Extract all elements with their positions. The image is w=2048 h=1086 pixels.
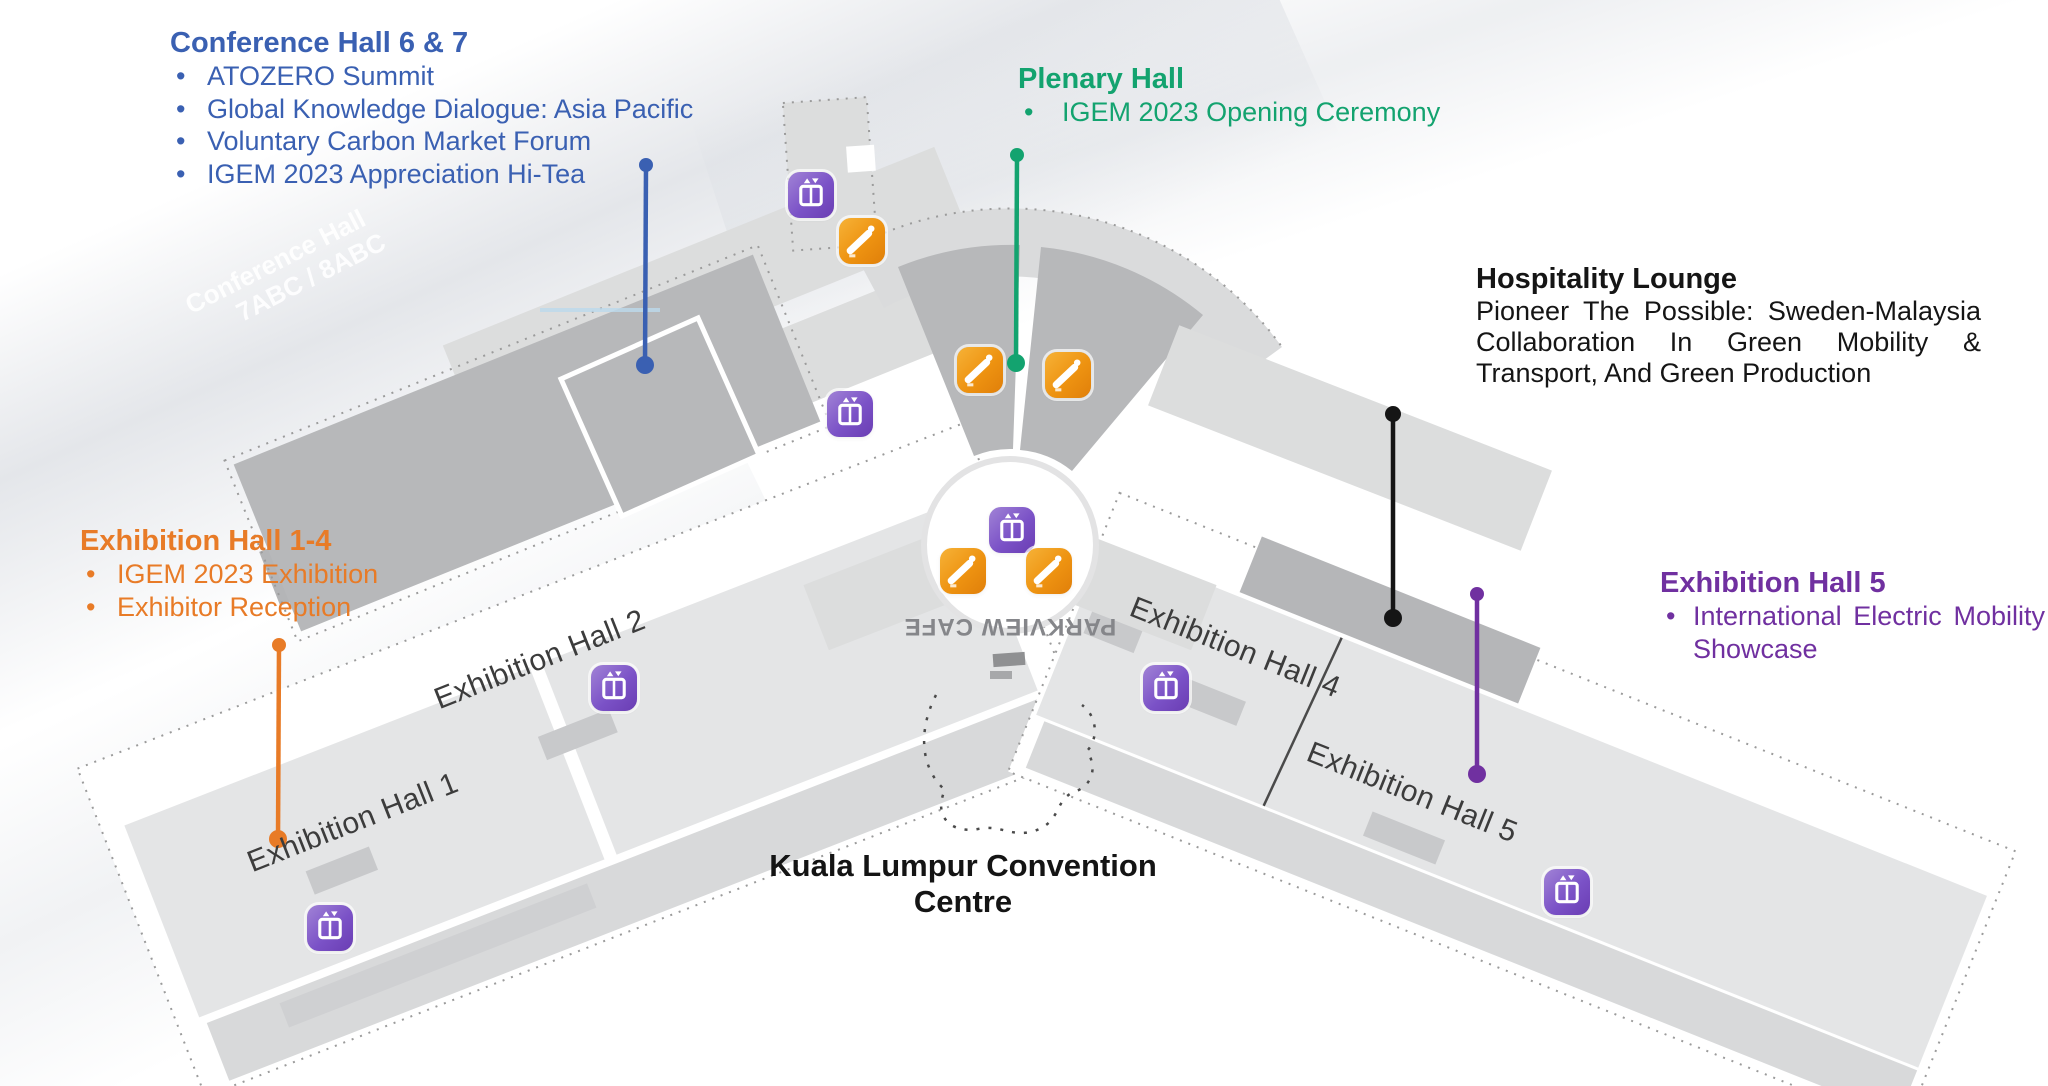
exhibition-5-item: International Electric Mobility Showcase [1693,601,2045,664]
hall-2-stage-strip [537,708,618,761]
right-wing-shape [1006,491,2017,1086]
lift-icon [827,391,873,437]
plenary-hall-annotation: Plenary Hall IGEM 2023 Opening Ceremony [1018,62,1440,129]
lift-icon [591,665,637,711]
cafe-stairs-mark [992,651,1026,668]
hospitality-lounge-title: Hospitality Lounge [1476,263,1737,295]
hall-4-entry-strip [1083,610,1143,654]
plenary-leader-line [1007,148,1025,372]
right-wing-apron-shape [1025,721,1918,1086]
plenary-item: IGEM 2023 Opening Ceremony [1062,97,1441,127]
conference-item: Voluntary Carbon Market Forum [207,126,592,156]
exhibition-hall-5-annotation: Exhibition Hall 5 International Electric… [1660,566,2048,665]
lift-icon [788,172,834,218]
escalator-icon [839,218,885,264]
hall-4-5-divider [1262,637,1343,807]
left-wing-apron-shape [206,697,1064,1081]
hall-5-stage-strip [1362,811,1446,865]
exhibition-hall-1-2-shape [124,498,1038,1018]
escalator-icon [1045,352,1091,398]
conference-hall-title: Conference Hall 6 & 7 [170,27,469,59]
exhibition-1-4-item: IGEM 2023 Exhibition [117,559,379,589]
exhibition-1-4-item: Exhibitor Reception [117,591,352,622]
exhibition-hall-5-title: Exhibition Hall 5 [1660,567,1886,599]
conference-item: IGEM 2023 Appreciation Hi-Tea [207,158,586,189]
exhibition-5-leader-line [1468,587,1486,783]
exhibition-hall-4-5-shape [1036,543,1987,1068]
conference-hall-annotation: Conference Hall 6 & 7 ATOZERO Summit Glo… [170,26,693,190]
parkview-cafe-label: PARKVIEW CAFE [903,613,1117,640]
lift-icon [1143,665,1189,711]
cafe-stairs-mark [990,671,1012,679]
exhibition-hall-1-4-annotation: Exhibition Hall 1-4 IGEM 2023 Exhibition… [80,524,378,623]
conference-item: ATOZERO Summit [207,61,435,91]
lift-icon [1544,869,1590,915]
escalator-icon [1026,548,1072,594]
right-lobby-shape [1148,325,1552,551]
hall-1-2-divider [528,660,618,862]
escalator-icon [957,347,1003,393]
lift-icon [307,905,353,951]
venue-title: Kuala Lumpur Convention Centre [769,848,1157,919]
plenary-hall-title: Plenary Hall [1018,63,1185,95]
escalator-icon [940,548,986,594]
exhibition-hall-1-4-title: Exhibition Hall 1-4 [80,525,332,557]
exhibition-1-4-leader-line [269,638,287,848]
hospitality-lounge-annotation: Hospitality Lounge Pioneer The Possible:… [1476,262,1981,389]
plenary-hall-shape [1020,247,1203,471]
hall-1-stage-strip [305,846,379,895]
hospitality-leader-line [1384,406,1402,627]
map-detail-line [540,308,660,312]
hospitality-lounge-description: Pioneer The Possible: Sweden-Malaysia Co… [1476,296,1981,388]
lift-icon [989,507,1035,553]
conference-item: Global Knowledge Dialogue: Asia Pacific [207,93,694,124]
conference-hall-room-shape [557,314,763,520]
